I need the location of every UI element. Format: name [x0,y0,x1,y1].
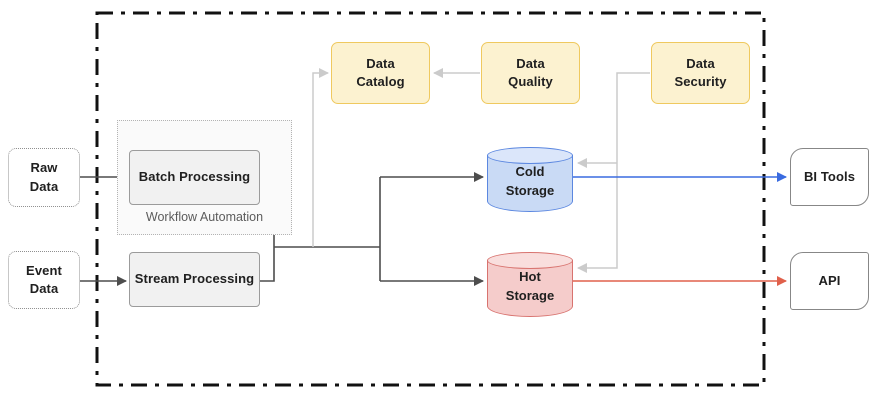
data-security-label: Data Security [674,55,727,89]
node-event-data: Event Data [8,251,80,309]
node-batch-processing: Batch Processing [129,150,260,205]
batch-processing-label: Batch Processing [138,169,251,185]
node-stream-processing: Stream Processing [129,252,260,307]
arrow-junction-to-catalog [312,68,329,247]
cold-storage-label: Cold Storage [505,164,555,198]
event-data-label: Event Data [26,262,62,296]
api-label: API [818,272,841,288]
cold-storage-cylinder-top [487,147,573,164]
platform-boundary [95,11,766,387]
stream-processing-label: Stream Processing [134,271,255,287]
hot-storage-cylinder-body [487,260,573,317]
node-hot-storage: Hot Storage [487,252,573,317]
node-data-security: Data Security [651,42,750,104]
cold-storage-cylinder-body [487,155,573,212]
node-raw-data: Raw Data [8,148,80,207]
data-catalog-label: Data Catalog [356,55,405,89]
arrow-security-to-hot [577,72,650,273]
node-cold-storage: Cold Storage [487,147,573,212]
raw-data-label: Raw Data [29,160,59,194]
bi-tools-label: BI Tools [803,168,856,184]
hot-storage-cylinder-top [487,252,573,269]
node-data-catalog: Data Catalog [331,42,430,104]
node-bi-tools: BI Tools [790,148,869,206]
node-data-quality: Data Quality [481,42,580,104]
data-quality-label: Data Quality [508,55,553,89]
hot-storage-label: Hot Storage [505,269,555,303]
workflow-automation-label: Workflow Automation [145,210,264,224]
node-api: API [790,252,869,310]
